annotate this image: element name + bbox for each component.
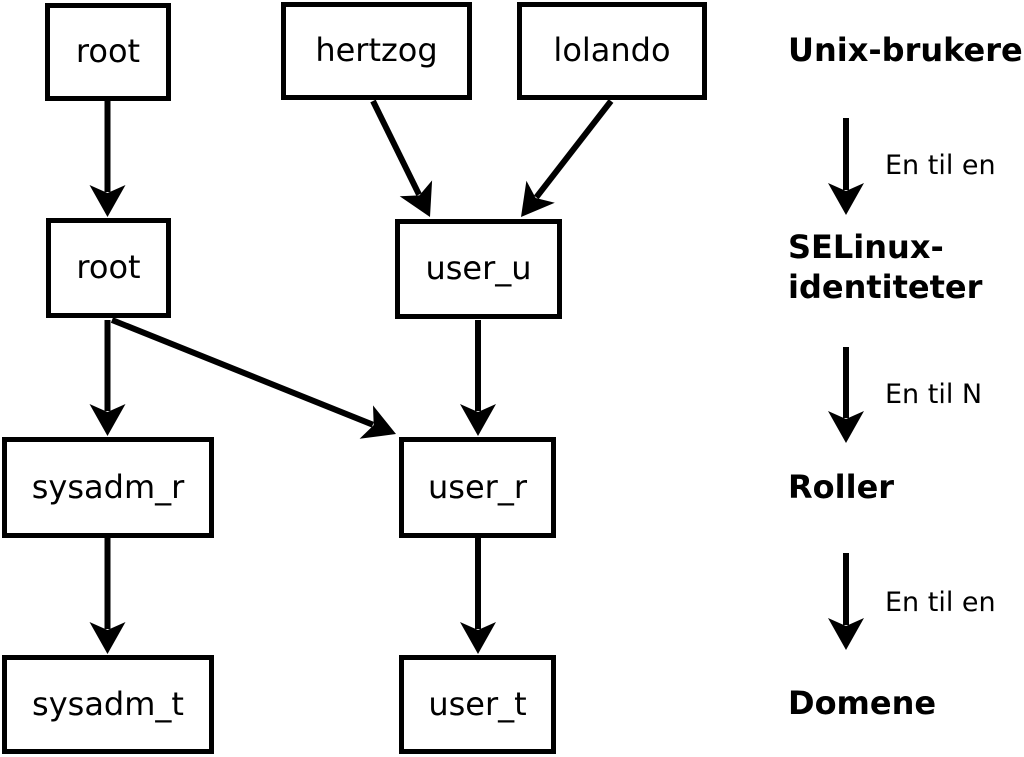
legend-arrow-roles-to-domains: [828, 553, 864, 650]
arrow-sysadm-r-to-sysadm-t: [89, 538, 126, 654]
arrow-unix-root-to-selinux-root: [89, 101, 126, 217]
legend-selinux-identities-heading: SELinux- identiteter: [788, 227, 982, 307]
legend-roles-heading: Roller: [788, 468, 895, 506]
node-role-sysadm-r-label: sysadm_r: [31, 467, 185, 506]
node-domain-user-t: user_t: [399, 655, 556, 754]
legend-relation-one-to-one-1: En til en: [885, 150, 996, 181]
legend-domains-heading: Domene: [788, 684, 937, 722]
node-unix-user-root-label: root: [75, 32, 141, 71]
node-role-sysadm-r: sysadm_r: [2, 437, 214, 538]
arrow-selinux-root-to-sysadm-r: [89, 320, 126, 436]
node-role-user-r: user_r: [399, 437, 556, 538]
legend-unix-users-heading: Unix-brukere: [788, 31, 1023, 69]
arrow-selinux-root-to-user-r: [110, 317, 396, 439]
node-selinux-identity-root-label: root: [76, 248, 141, 287]
node-domain-sysadm-t-label: sysadm_t: [32, 684, 184, 723]
legend-relation-one-to-n: En til N: [885, 379, 983, 410]
legend-selinux-identities-line2: identiteter: [788, 268, 983, 306]
arrow-user-r-to-user-t: [460, 538, 496, 654]
node-unix-user-lolando: lolando: [517, 2, 707, 100]
node-unix-user-hertzog: hertzog: [281, 2, 472, 100]
arrow-hertzog-to-user-u: [370, 99, 433, 217]
node-selinux-identity-user-u-label: user_u: [425, 249, 532, 288]
node-unix-user-hertzog-label: hertzog: [315, 31, 438, 70]
arrow-user-u-to-user-r: [460, 320, 496, 436]
legend-arrow-selinux-to-roles: [828, 347, 864, 443]
node-selinux-identity-root: root: [46, 218, 171, 318]
arrow-lolando-to-user-u: [521, 99, 614, 217]
node-selinux-identity-user-u: user_u: [395, 219, 562, 319]
node-domain-user-t-label: user_t: [428, 684, 527, 723]
node-unix-user-root: root: [45, 3, 171, 101]
node-domain-sysadm-t: sysadm_t: [2, 655, 214, 754]
legend-arrow-unix-to-selinux: [828, 118, 864, 215]
node-role-user-r-label: user_r: [428, 467, 527, 506]
legend-relation-one-to-one-2: En til en: [885, 587, 996, 618]
node-unix-user-lolando-label: lolando: [553, 31, 671, 70]
legend-selinux-identities-line1: SELinux-: [788, 228, 944, 266]
